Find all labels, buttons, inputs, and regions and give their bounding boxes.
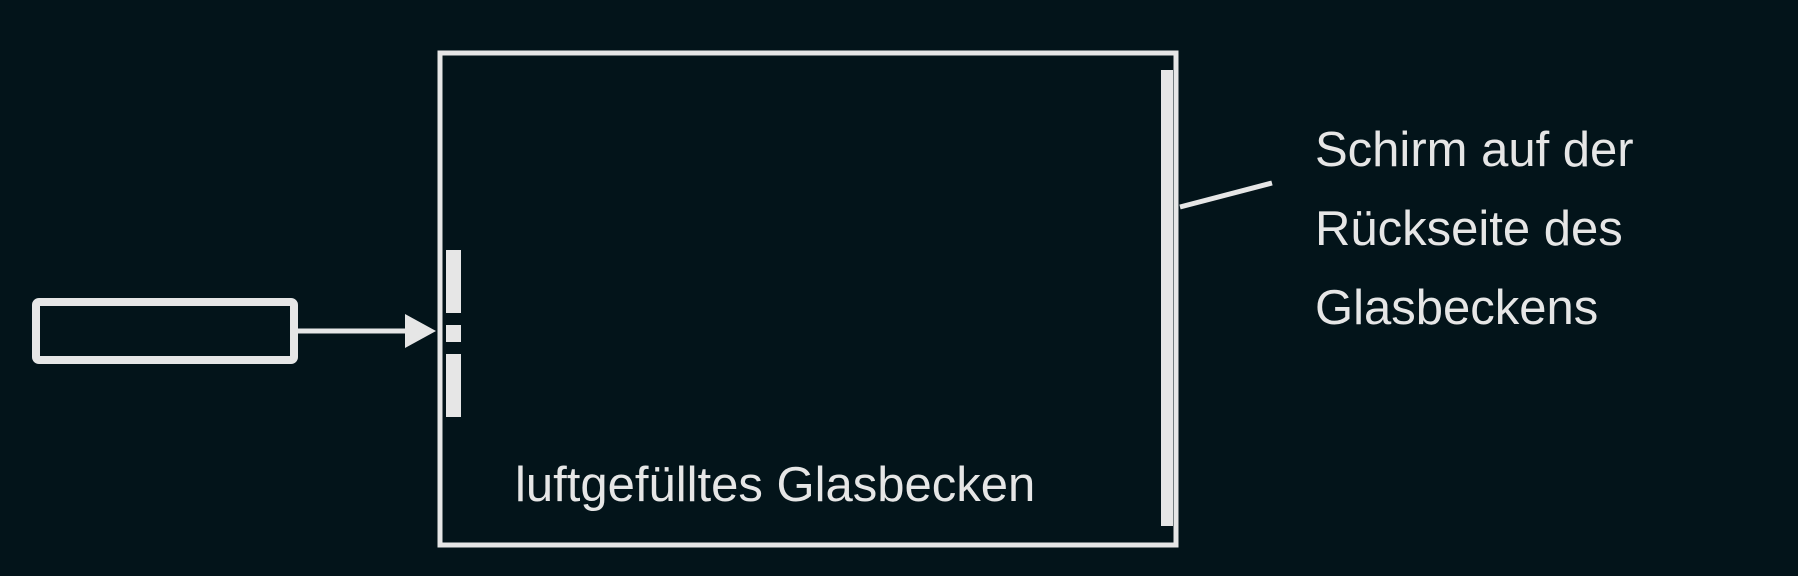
- screen-leader-line: [1179, 180, 1273, 210]
- slit-upper-bar: [446, 250, 461, 313]
- beam-arrow-head: [405, 314, 436, 348]
- glass-tank: [437, 50, 1179, 548]
- tank-label: luftgefülltes Glasbecken: [515, 458, 1035, 512]
- screen-label-line-1: Schirm auf der: [1315, 123, 1634, 177]
- slit-lower-bar: [446, 354, 461, 417]
- light-source-box: [32, 298, 298, 364]
- slit-middle-bar: [446, 325, 461, 342]
- screen-label-line-3: Glasbeckens: [1315, 281, 1598, 335]
- screen-bar: [1161, 70, 1173, 526]
- screen-label-line-2: Rückseite des: [1315, 202, 1623, 256]
